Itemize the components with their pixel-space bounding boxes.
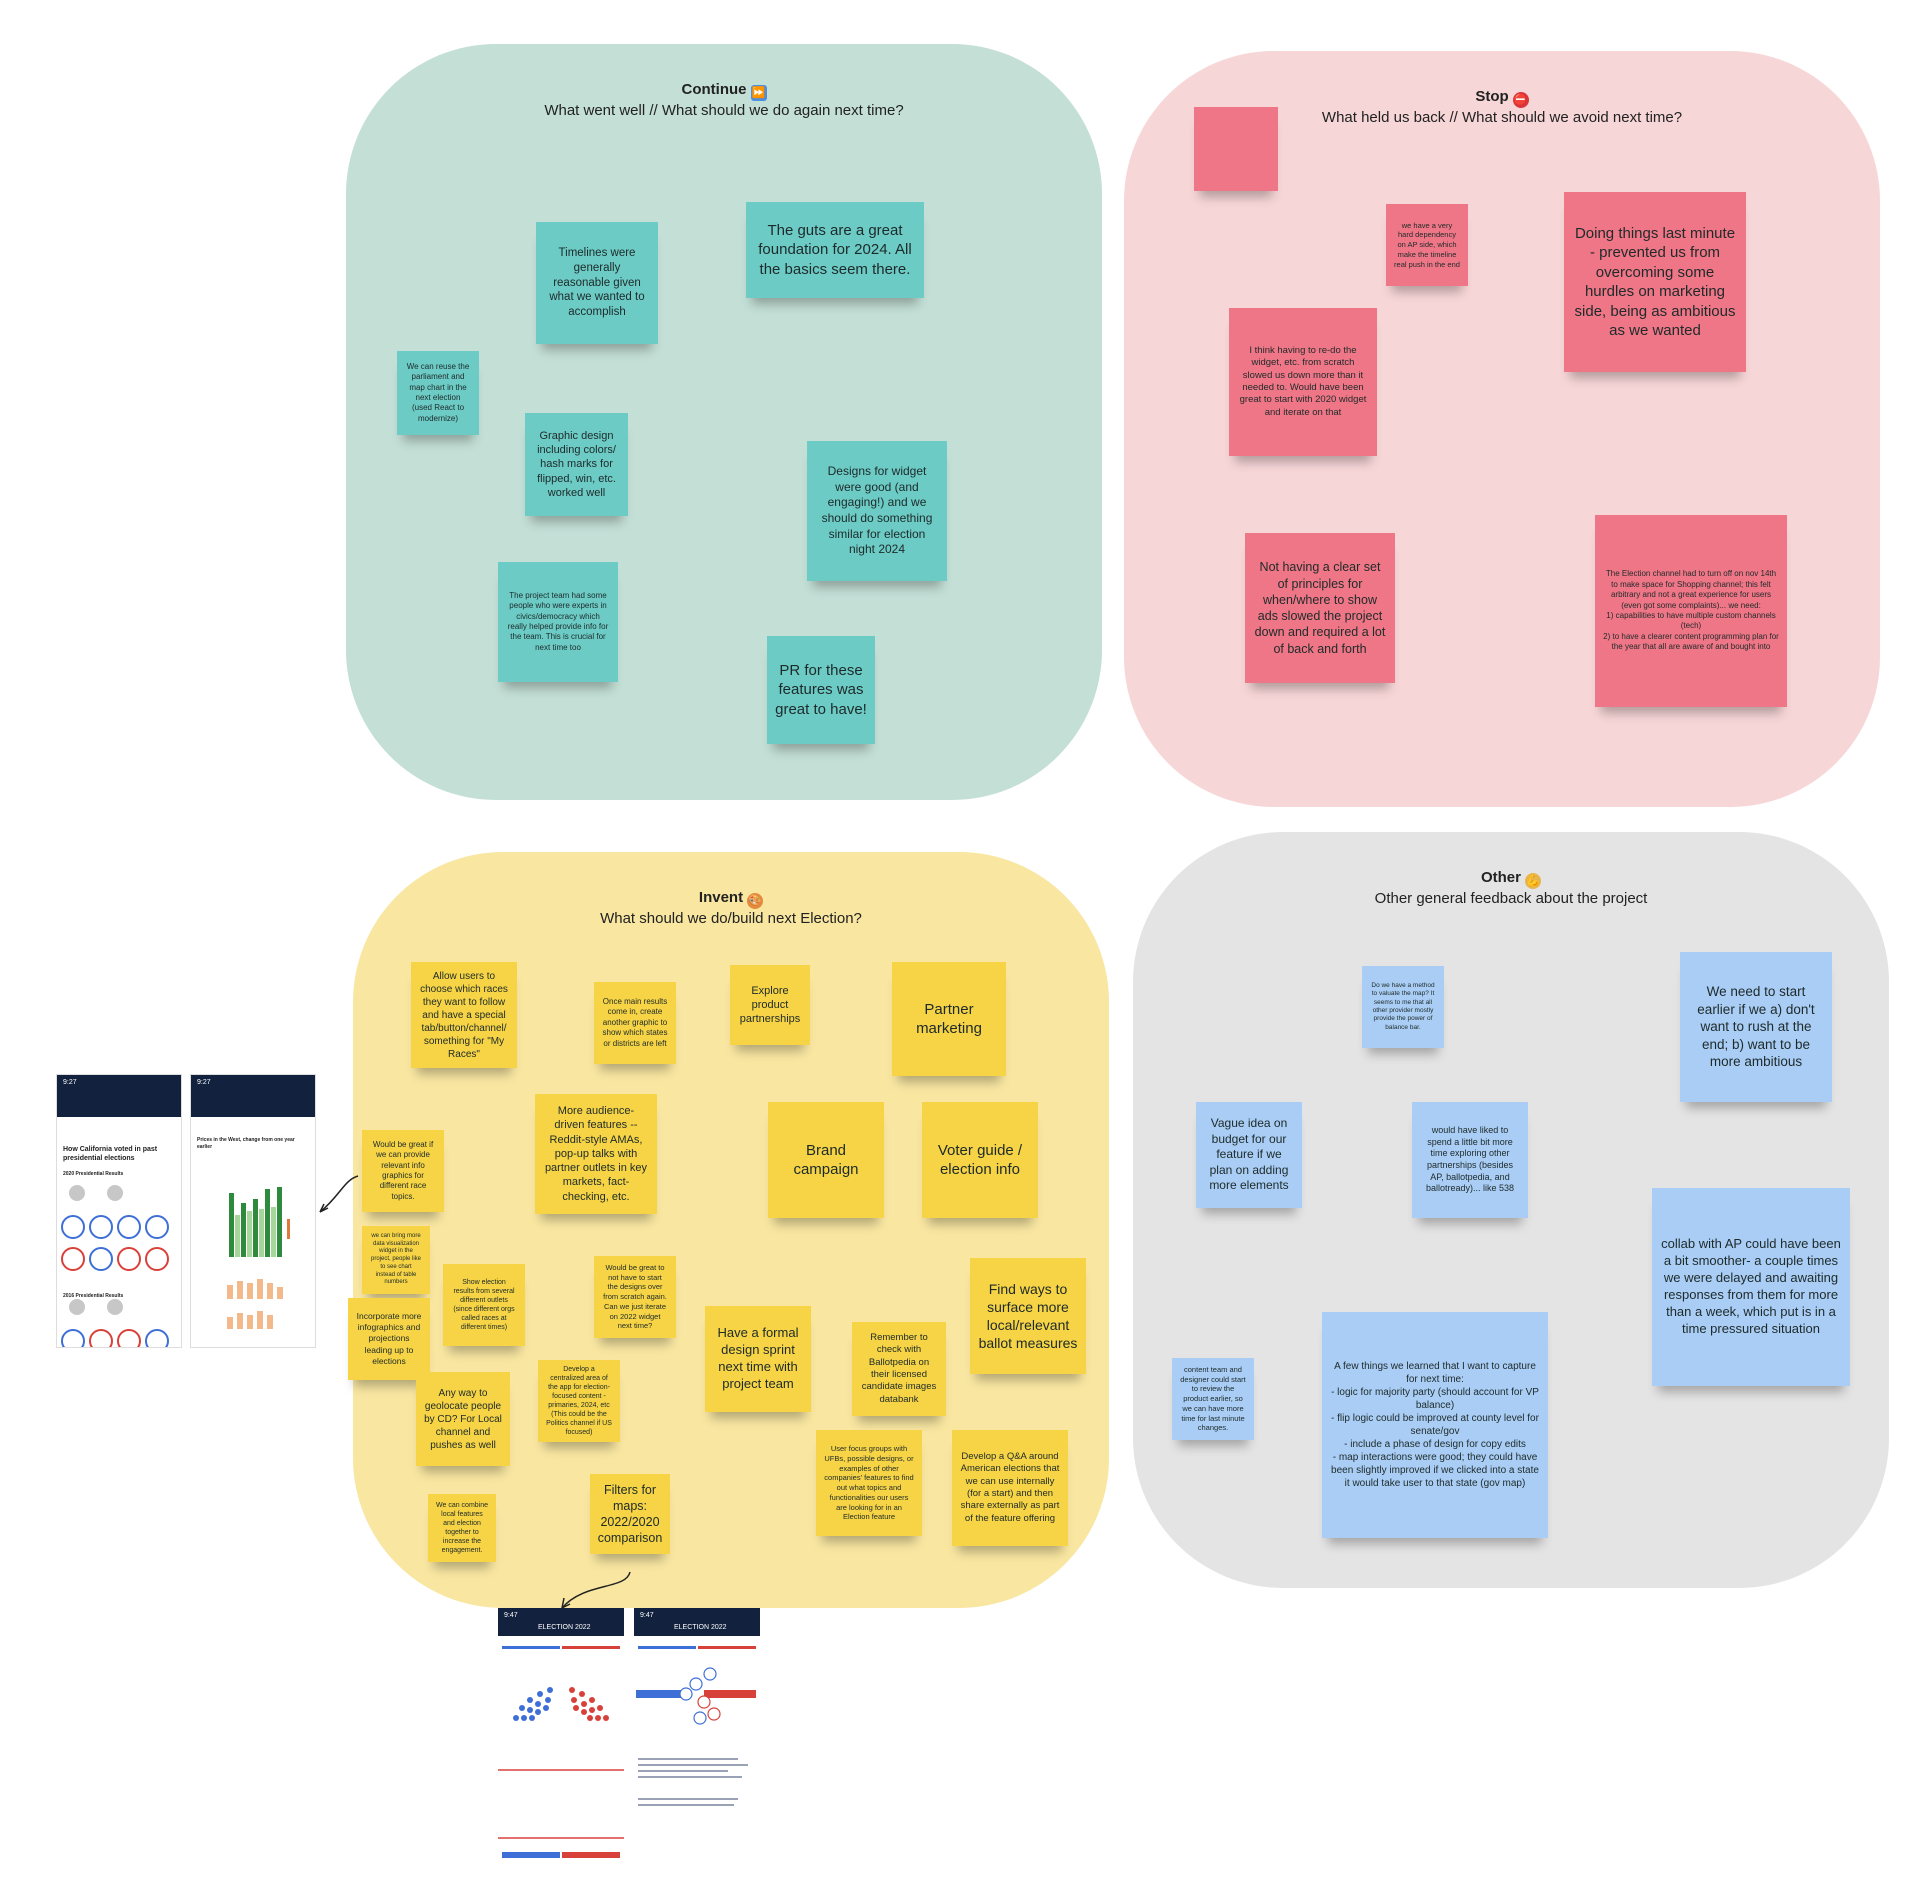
section-title: Continue — [681, 81, 747, 98]
section-subtitle: What went well // What should we do agai… — [544, 102, 904, 119]
sticky-note[interactable]: collab with AP could have been a bit smo… — [1652, 1188, 1850, 1386]
parliament-chart-graphic — [498, 1646, 624, 1858]
app-header-bar: 9:47 ELECTION 2022 — [634, 1608, 760, 1636]
sticky-note[interactable]: Partner marketing — [892, 962, 1006, 1076]
sticky-note[interactable]: Designs for widget were good (and engagi… — [807, 441, 947, 581]
section-title: Other — [1480, 869, 1521, 886]
sticky-note[interactable]: Find ways to surface more local/relevant… — [970, 1258, 1086, 1374]
sticky-note[interactable]: Would be great if we can provide relevan… — [362, 1130, 444, 1212]
screenshot-label: ELECTION 2022 — [674, 1624, 727, 1631]
sticky-note[interactable]: The project team had some people who wer… — [498, 562, 618, 682]
sticky-note[interactable]: would have liked to spend a little bit m… — [1412, 1102, 1528, 1218]
sticky-note[interactable] — [1194, 107, 1278, 191]
sticky-note[interactable]: Filters for maps: 2022/2020 comparison — [590, 1474, 670, 1554]
section-subtitle: What held us back // What should we avoi… — [1321, 109, 1683, 126]
fast-forward-icon: ⏩ — [750, 85, 767, 101]
sticky-note[interactable]: Doing things last minute - prevented us … — [1564, 192, 1746, 372]
bar-chart-graphic — [227, 1187, 290, 1329]
section-subtitle: What should we do/build next Election? — [600, 910, 862, 927]
sticky-note[interactable]: Do we have a method to valuate the map? … — [1362, 966, 1444, 1048]
sticky-note[interactable]: Not having a clear set of principles for… — [1245, 533, 1395, 683]
sticky-note[interactable]: we have a very hard dependency on AP sid… — [1386, 204, 1468, 286]
no-entry-icon: ⛔ — [1512, 92, 1529, 108]
app-screenshot-thumbnail[interactable]: 9:27 How California voted in past presid… — [56, 1074, 182, 1348]
sticky-note[interactable]: Allow users to choose which races they w… — [411, 962, 517, 1068]
sticky-note[interactable]: Explore product partnerships — [730, 965, 810, 1045]
app-screenshot-thumbnail[interactable]: 9:47 ELECTION 2022 — [498, 1608, 624, 1870]
state-map-graphic — [636, 1646, 756, 1806]
app-header-bar: 9:27 — [57, 1075, 181, 1117]
results-circles-graphic — [61, 1185, 169, 1347]
continue-header: Continue⏩ What went well // What should … — [346, 80, 1102, 121]
sticky-note[interactable]: We need to start earlier if we a) don't … — [1680, 952, 1832, 1102]
section-title: Invent — [698, 889, 744, 906]
flexed-bicep-icon: 💪 — [1525, 873, 1541, 889]
other-header: Other💪 Other general feedback about the … — [1133, 868, 1889, 909]
sticky-note[interactable]: The guts are a great foundation for 2024… — [746, 202, 924, 298]
sticky-note[interactable]: content team and designer could start to… — [1172, 1358, 1254, 1440]
screenshot-heading: Prices in the West, change from one year… — [197, 1137, 295, 1150]
connector-arrow — [319, 1175, 359, 1213]
invent-header: Invent🎨 What should we do/build next Ele… — [353, 888, 1109, 929]
app-screenshot-thumbnail[interactable]: 9:27 Prices in the West, change from one… — [190, 1074, 316, 1348]
screenshot-label: ELECTION 2022 — [538, 1624, 591, 1631]
sticky-note[interactable]: A few things we learned that I want to c… — [1322, 1312, 1548, 1538]
sticky-note[interactable]: The Election channel had to turn off on … — [1595, 515, 1787, 707]
sticky-note[interactable]: we can bring more data visualization wid… — [362, 1226, 430, 1294]
sticky-note[interactable]: Timelines were generally reasonable give… — [536, 222, 658, 344]
sticky-note[interactable]: Brand campaign — [768, 1102, 884, 1218]
section-subtitle: Other general feedback about the project — [1374, 890, 1648, 907]
sticky-note[interactable]: PR for these features was great to have! — [767, 636, 875, 744]
sticky-note[interactable]: Remember to check with Ballotpedia on th… — [852, 1322, 946, 1416]
sticky-note[interactable]: We can reuse the parliament and map char… — [397, 351, 479, 435]
connector-arrow — [561, 1571, 631, 1609]
sticky-note[interactable]: We can combine local features and electi… — [428, 1494, 496, 1562]
sticky-note[interactable]: User focus groups with UFBs, possible de… — [816, 1430, 922, 1536]
sticky-note[interactable]: Incorporate more infographics and projec… — [348, 1298, 430, 1380]
screenshot-section: 2020 Presidential Results — [63, 1171, 124, 1177]
sticky-note[interactable]: More audience-driven features -- Reddit-… — [535, 1094, 657, 1214]
sticky-note[interactable]: Once main results come in, create anothe… — [594, 982, 676, 1064]
sticky-note[interactable]: Voter guide / election info — [922, 1102, 1038, 1218]
section-title: Stop — [1475, 88, 1509, 105]
app-screenshot-thumbnail[interactable]: 9:47 ELECTION 2022 — [634, 1608, 760, 1870]
sticky-note[interactable]: Show election results from several diffe… — [443, 1264, 525, 1346]
stop-header: Stop⛔ What held us back // What should w… — [1124, 87, 1880, 128]
sticky-note[interactable]: Vague idea on budget for our feature if … — [1196, 1102, 1302, 1208]
sticky-note[interactable]: Any way to geolocate people by CD? For L… — [416, 1372, 510, 1466]
sticky-note[interactable]: Have a formal design sprint next time wi… — [705, 1306, 811, 1412]
sticky-note[interactable]: Graphic design including colors/ hash ma… — [525, 413, 628, 516]
screenshot-heading: How California voted in past presidentia… — [63, 1146, 158, 1162]
screenshot-section-2: 2016 Presidential Results — [63, 1293, 124, 1299]
sticky-note[interactable]: Develop a Q&A around American elections … — [952, 1430, 1068, 1546]
sticky-note[interactable]: Would be great to not have to start the … — [594, 1256, 676, 1338]
sticky-note[interactable]: I think having to re-do the widget, etc.… — [1229, 308, 1377, 456]
sticky-note[interactable]: Develop a centralized area of the app fo… — [538, 1360, 620, 1442]
app-header-bar: 9:27 — [191, 1075, 315, 1117]
app-header-bar: 9:47 ELECTION 2022 — [498, 1608, 624, 1636]
palette-icon: 🎨 — [747, 893, 764, 909]
